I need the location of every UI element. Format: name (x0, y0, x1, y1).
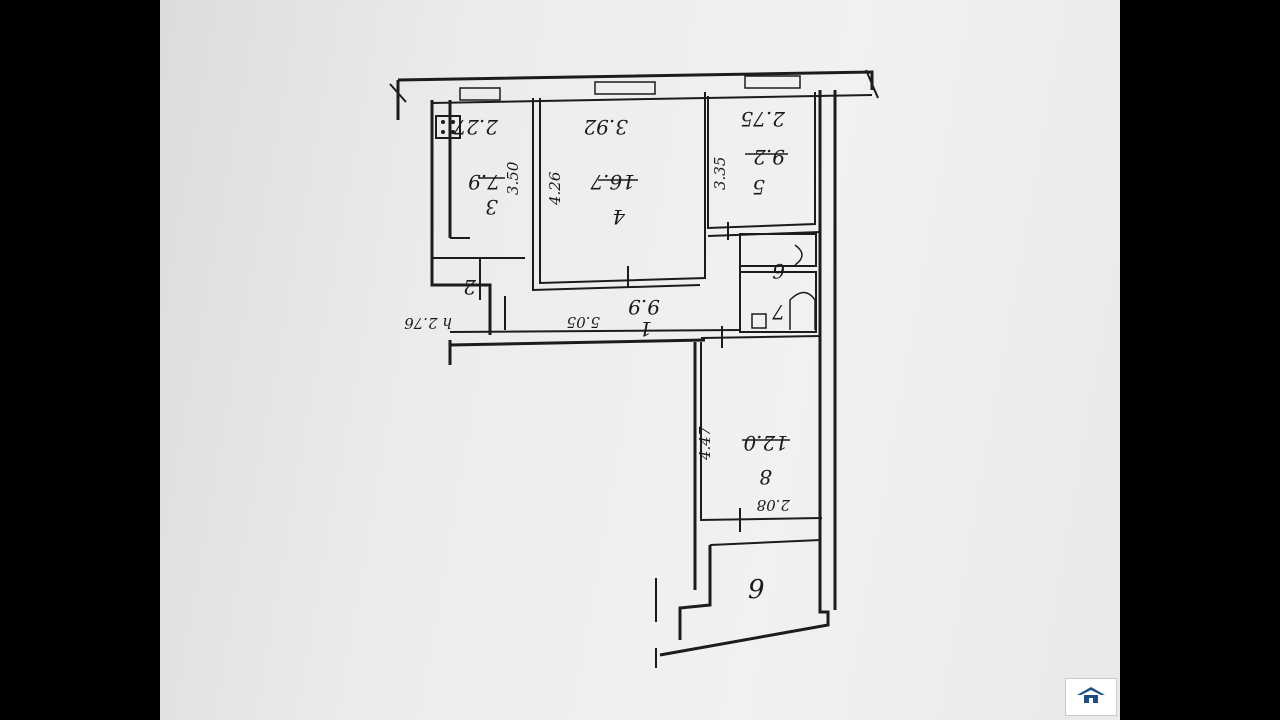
bathtub-fixture (789, 291, 816, 330)
room9-number: 9 (748, 575, 765, 605)
room5-area: 9.2 (753, 145, 785, 169)
balcony-left (678, 545, 712, 640)
sink-fixture (794, 244, 803, 266)
room8-area: 12.0 (743, 431, 788, 455)
room4-outer (532, 98, 701, 292)
balcony-top (709, 539, 821, 546)
room3-dim-width: 2.27 (453, 115, 499, 139)
corridor-top-line (449, 329, 741, 333)
window-kitchen (459, 87, 501, 101)
room5-dim-width: 2.75 (740, 107, 786, 131)
room2-number: 2 (463, 275, 477, 299)
room4-dim-width: 3.92 (583, 115, 628, 139)
room4-area: 16.7 (590, 170, 635, 194)
paper-sheet: 2.27 3 7.9 3.50 3.92 16.7 4 4.26 2.75 9.… (160, 0, 1120, 720)
room5-number: 5 (752, 175, 765, 199)
house-roof-icon (1077, 686, 1105, 703)
room4-dim-length: 4.26 (546, 171, 564, 206)
corridor-bottom-wall (449, 338, 706, 347)
toilet-fixture (751, 313, 767, 329)
break-mark-top-right (865, 69, 879, 99)
room6-number: 6 (772, 259, 785, 283)
room3-area: 7.9 (468, 170, 500, 194)
stove-burner (451, 130, 455, 134)
room1-number: 1 (639, 317, 652, 341)
break-mark-top-left (389, 83, 407, 103)
window-room5 (744, 75, 801, 89)
stove-burner (441, 120, 445, 124)
room8-number: 8 (759, 465, 772, 489)
room5-dim-length: 3.35 (711, 157, 729, 190)
room8-walls (700, 342, 823, 522)
room7-number: 7 (772, 300, 785, 324)
room1-dim-length: 5.05 (567, 313, 600, 331)
room3-number: 3 (485, 195, 498, 219)
inner-wall-top (431, 94, 873, 104)
window-room4 (594, 81, 656, 95)
room8-top (700, 335, 821, 339)
room8-dim-length: 4.47 (696, 426, 714, 461)
room4-number: 4 (612, 205, 626, 229)
balcony-right (659, 540, 830, 657)
watermark-logo: ​ (1065, 678, 1117, 716)
stove-icon (435, 115, 461, 139)
room3-dim-length: 3.50 (504, 161, 522, 195)
stove-burner (451, 120, 455, 124)
ceiling-height-note: h 2.76 (404, 314, 452, 332)
room5-walls (707, 92, 816, 230)
room8-dim-width: 2.08 (757, 496, 791, 514)
stove-burner (441, 130, 445, 134)
room4-walls (539, 92, 706, 285)
floor-plan-drawing: 2.27 3 7.9 3.50 3.92 16.7 4 4.26 2.75 9.… (389, 69, 879, 668)
room1-area: 9.9 (628, 295, 660, 319)
